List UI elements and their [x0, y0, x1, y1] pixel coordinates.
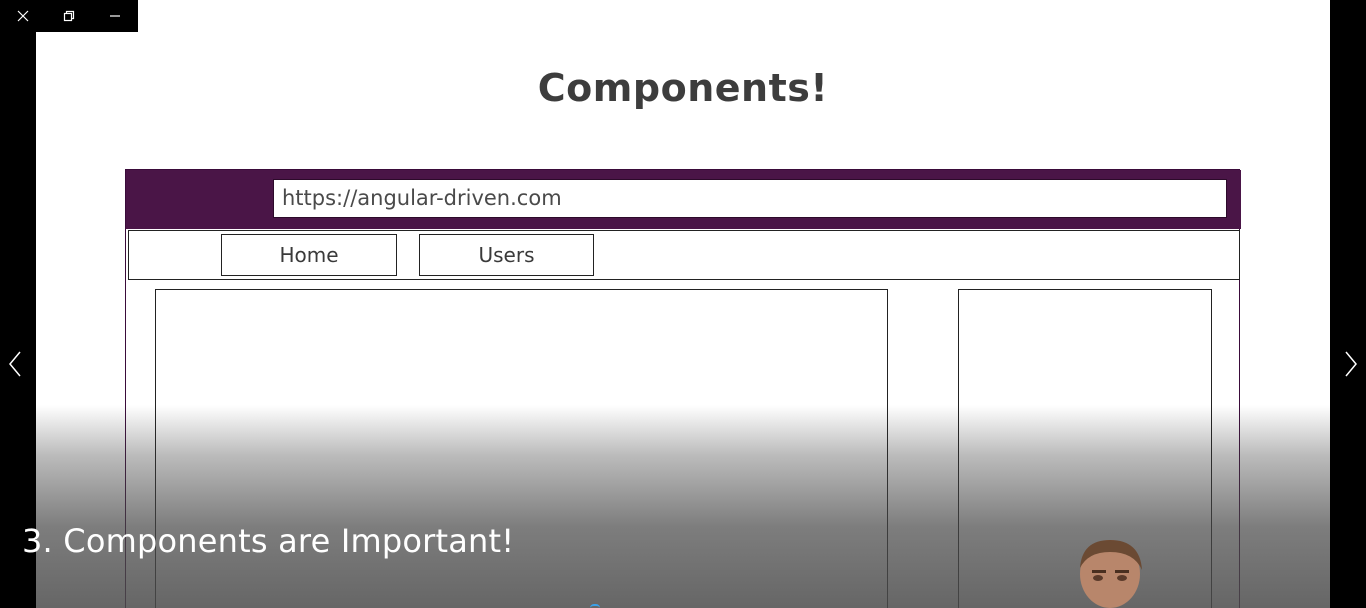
minimize-icon [110, 15, 120, 17]
minimize-button[interactable] [92, 0, 138, 32]
browser-mock-main-content [155, 289, 888, 608]
browser-mock-home-button: Home [221, 234, 397, 276]
slide-caption: 3. Components are Important! [22, 522, 515, 560]
chevron-right-icon [1345, 351, 1357, 377]
previous-button[interactable] [0, 344, 30, 384]
presenter-thumbnail [1068, 540, 1152, 608]
browser-mock-users-button: Users [419, 234, 594, 276]
next-button[interactable] [1336, 344, 1366, 384]
slide: Components! https://angular-driven.com H… [36, 0, 1330, 608]
browser-mock-url: https://angular-driven.com [273, 179, 1227, 218]
chevron-left-icon [9, 351, 21, 377]
close-icon [17, 10, 29, 22]
browser-mock-nav: Home Users [128, 230, 1240, 280]
slide-title: Components! [537, 66, 829, 110]
left-margin [0, 0, 36, 608]
right-margin [1330, 0, 1366, 608]
restore-icon [63, 10, 75, 22]
close-button[interactable] [0, 0, 46, 32]
loading-indicator [590, 604, 600, 608]
restore-button[interactable] [46, 0, 92, 32]
window-controls [0, 0, 138, 32]
browser-mock-address-bar: https://angular-driven.com [126, 170, 1241, 229]
